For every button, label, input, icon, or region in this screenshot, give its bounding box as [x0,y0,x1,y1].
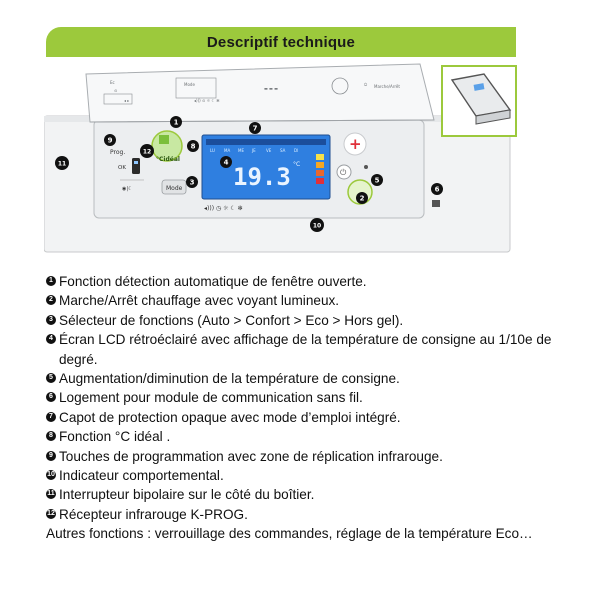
feature-text: Marche/Arrêt chauffage avec voyant lumin… [59,293,340,309]
callout-3 [186,176,198,188]
svg-text:◂ ▸: ◂ ▸ [124,98,129,103]
feature-number: 3 [46,314,56,325]
feature-text: Augmentation/diminution de la températur… [59,371,400,387]
callout-label: 5 [375,177,380,185]
lcd-day: SA [280,148,286,153]
lcd-day: LU [210,148,215,153]
lcd-day: VE [266,148,272,153]
feature-text: Interrupteur bipolaire sur le côté du bo… [59,487,315,503]
svg-text:+: + [349,135,362,153]
feature-number: 6 [46,392,56,403]
lcd-day: JE [251,148,256,153]
feature-text: Capot de protection opaque avec mode d’e… [59,409,401,425]
plus-button[interactable] [343,132,367,156]
feature-number: 8 [46,431,56,442]
mode-button[interactable] [161,179,187,195]
feature-text: Fonction détection automatique de fenêtr… [59,274,367,289]
callout-1 [170,116,182,128]
callout-label: 4 [224,159,229,167]
svg-text:Mode: Mode [184,82,195,87]
callout-label: 2 [360,195,365,203]
lcd-day: ME [238,148,244,153]
power-button[interactable] [336,164,352,180]
callout-9 [104,134,116,146]
behavior-indicator-icons: ◂))) ◷ ☼ ☾ ✻ [204,205,243,212]
callout-5 [371,174,383,186]
prog-slider[interactable] [132,158,140,174]
callout-2 [356,192,368,204]
device-illustration: Ec ⊙ Mode ▬ ▬ ▬ ⏻ Marche/Arrêt ◂))) ⊙ ☼ … [44,63,517,253]
section-header: Descriptif technique [46,27,516,57]
callout-4 [220,156,232,168]
feature-number: 4 [46,334,56,345]
mode-label: Mode [166,185,183,192]
callout-label: 3 [190,179,195,187]
svg-text:◉|☾: ◉|☾ [122,186,133,192]
svg-text:⏻: ⏻ [340,168,347,177]
lcd-day-row: LU MA ME JE VE SA DI [210,148,298,153]
prog-label: Prog. [110,149,125,156]
callout-label: 7 [253,125,258,133]
callout-label: 11 [58,161,66,168]
callout-12 [140,144,154,158]
callout-label: 1 [174,119,179,127]
section-title: Descriptif technique [206,33,356,51]
callout-8 [187,140,199,152]
cideal-label: °Cidéal [156,156,180,163]
lcd-day: DI [294,148,298,153]
callout-label: 9 [108,137,113,145]
svg-text:⊙: ⊙ [114,88,117,93]
callout-label: 12 [143,149,151,156]
svg-text:⏻: ⏻ [364,82,368,87]
feature-text: Indicateur comportemental. [59,468,224,484]
feature-number: 12 [46,508,56,519]
callout-6 [431,183,443,195]
protective-cover [85,63,435,123]
callout-label: 6 [435,186,440,194]
lcd-screen [201,134,331,200]
svg-text:Ec: Ec [110,80,115,85]
feature-text: Logement pour module de communication sa… [59,390,363,406]
feature-number: 10 [46,470,56,481]
svg-text:◂))) ⊙ ☼ ☾ ✻: ◂))) ⊙ ☼ ☾ ✻ [194,98,220,103]
feature-number: 7 [46,411,56,422]
feature-number: 1 [46,276,56,286]
ok-label: OK [118,165,126,171]
wireless-slot [432,200,440,207]
svg-text:▬ ▬ ▬: ▬ ▬ ▬ [264,86,278,91]
feature-number: 11 [46,489,56,500]
callout-label: 10 [313,223,321,230]
callout-11 [55,156,69,170]
power-led [364,165,368,169]
feature-text: Écran LCD rétroéclairé avec affichage de… [59,332,552,367]
callout-7 [249,122,261,134]
feature-text: Touches de programmation avec zone de ré… [59,448,443,464]
feature-text: Récepteur infrarouge K-PROG. [59,506,248,522]
feature-number: 2 [46,295,56,306]
svg-text:Marche/Arrêt: Marche/Arrêt [374,84,400,89]
feature-number: 9 [46,450,56,461]
lcd-unit: °C [293,161,300,168]
callout-label: 8 [191,143,196,151]
lcd-temperature: 19.3 [233,163,291,191]
feature-number: 5 [46,373,56,384]
other-functions-text: Autres fonctions : verrouillage des comm… [46,526,533,542]
feature-text: Sélecteur de fonctions (Auto > Confort >… [59,312,404,328]
lcd-day: MA [224,148,230,153]
callout-10 [310,218,324,232]
feature-text: Fonction °C idéal . [59,429,171,445]
